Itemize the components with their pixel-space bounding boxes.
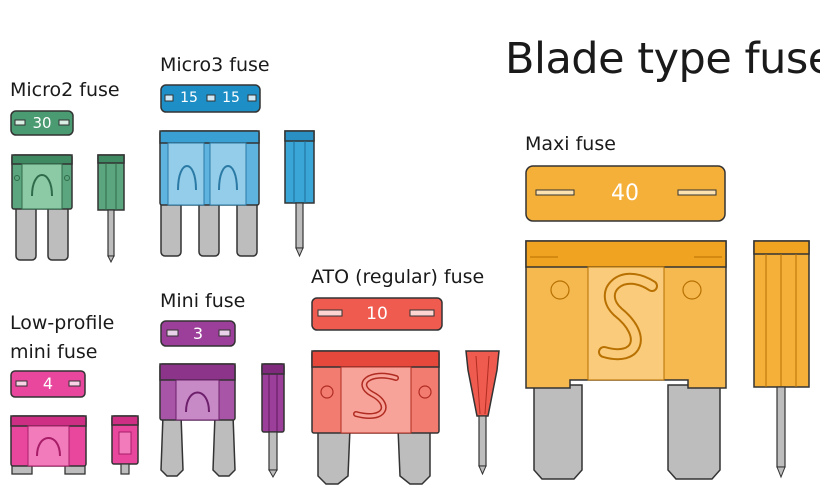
maxi-rating-tag	[525, 165, 726, 222]
micro3-blade-2	[198, 200, 220, 257]
mini-blade-right	[212, 414, 236, 477]
micro3-side-head	[284, 130, 315, 204]
mini-fuse-group	[159, 320, 285, 479]
micro2-rating-tag	[10, 110, 74, 136]
maxi-fuse-label: Maxi fuse	[525, 133, 616, 155]
mini-side-pin	[268, 431, 278, 471]
micro3-blade-3	[236, 200, 258, 257]
page-title: Blade type fuses	[505, 34, 820, 84]
micro3-rating-b: 15	[222, 90, 240, 106]
micro2-blade-right	[47, 204, 69, 261]
micro3-fuse-label: Micro3 fuse	[160, 54, 270, 76]
low-profile-mini-label-line2: mini fuse	[10, 341, 98, 363]
ato-fuse-label: ATO (regular) fuse	[311, 266, 485, 288]
mini-blade-left	[160, 414, 184, 477]
mini-rating-tag	[160, 320, 236, 347]
maxi-fuse-group	[525, 165, 810, 480]
ato-blade-left	[317, 427, 351, 485]
maxi-blade-right	[667, 384, 721, 480]
low-profile-mini-label-line1: Low-profile	[10, 312, 115, 334]
mini-fuse-label: Mini fuse	[160, 290, 246, 312]
micro3-side-pin	[295, 202, 304, 249]
micro2-blade-left	[15, 204, 37, 261]
micro3-blade-1	[160, 200, 182, 257]
micro2-side-pin	[107, 209, 115, 257]
micro3-fuse-group	[159, 84, 315, 258]
micro3-rating-a: 15	[180, 90, 198, 106]
low-profile-mini-rating-value: 4	[42, 374, 54, 393]
ato-rating-tag	[311, 297, 443, 331]
micro2-rating-value: 30	[32, 114, 52, 132]
micro2-fuse-label: Micro2 fuse	[10, 79, 120, 101]
low-profile-mini-rating-tag	[10, 370, 86, 398]
low-profile-mini-side-pin	[120, 463, 130, 475]
low-profile-mini-fuse-group	[10, 370, 139, 475]
ato-rating-value: 10	[366, 304, 388, 324]
maxi-rating-value: 40	[611, 181, 639, 206]
maxi-side-pin	[776, 386, 786, 468]
maxi-blade-left	[533, 384, 583, 480]
mini-rating-value: 3	[192, 324, 204, 343]
ato-fuse-group	[311, 297, 500, 485]
ato-side-pin	[478, 415, 487, 467]
micro2-fuse-group	[10, 110, 125, 264]
ato-side-head	[465, 350, 500, 417]
ato-blade-right	[397, 427, 431, 485]
